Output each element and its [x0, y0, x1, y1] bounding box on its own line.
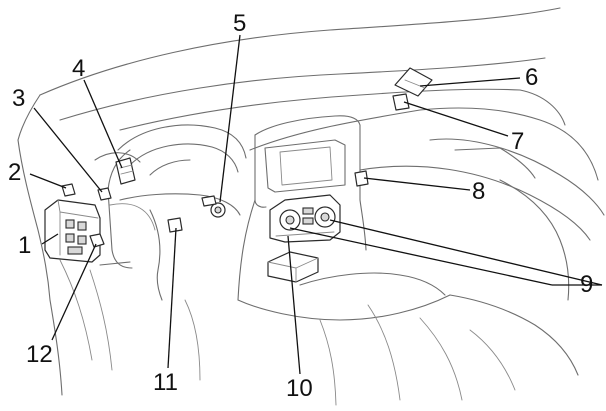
- module-6: [394, 67, 433, 97]
- leader-7: [403, 101, 509, 137]
- components: [44, 67, 433, 283]
- relay-2: [61, 183, 76, 197]
- leader-9b: [289, 227, 553, 286]
- callout-8: 8: [472, 178, 485, 205]
- climate-control-unit-9: [269, 194, 341, 243]
- leader-9a: [329, 219, 603, 286]
- console-module-10: [267, 251, 319, 283]
- callout-5: 5: [233, 10, 246, 37]
- callout-12: 12: [26, 341, 53, 368]
- callout-2: 2: [8, 159, 21, 186]
- connector-8: [354, 170, 369, 187]
- callout-labels: 1 2 3 4 5 6 7 8 9 10 11 12: [8, 10, 593, 402]
- leader-6: [419, 77, 521, 87]
- callout-7: 7: [511, 128, 524, 155]
- leader-3: [33, 107, 103, 193]
- ignition-switch-5: [201, 195, 226, 218]
- callout-6: 6: [525, 64, 538, 91]
- leader-10: [287, 235, 301, 375]
- relay-7: [392, 93, 410, 111]
- instrument-panel-junction-block: [44, 199, 101, 263]
- leader-11: [167, 227, 177, 369]
- leader-4: [83, 79, 123, 169]
- dashboard-outline: [17, 7, 605, 406]
- connector-11: [167, 217, 183, 233]
- callout-10: 10: [286, 375, 313, 402]
- callout-4: 4: [72, 55, 85, 82]
- relay-12: [89, 233, 105, 248]
- leader-lines: [29, 34, 603, 375]
- callout-3: 3: [12, 85, 25, 112]
- leader-8: [363, 177, 471, 191]
- callout-9: 9: [580, 271, 593, 298]
- callout-11: 11: [153, 369, 178, 396]
- leader-5: [219, 34, 241, 203]
- leader-12: [51, 243, 97, 341]
- leader-1: [41, 233, 59, 245]
- callout-1: 1: [18, 232, 31, 259]
- leader-2: [29, 173, 67, 189]
